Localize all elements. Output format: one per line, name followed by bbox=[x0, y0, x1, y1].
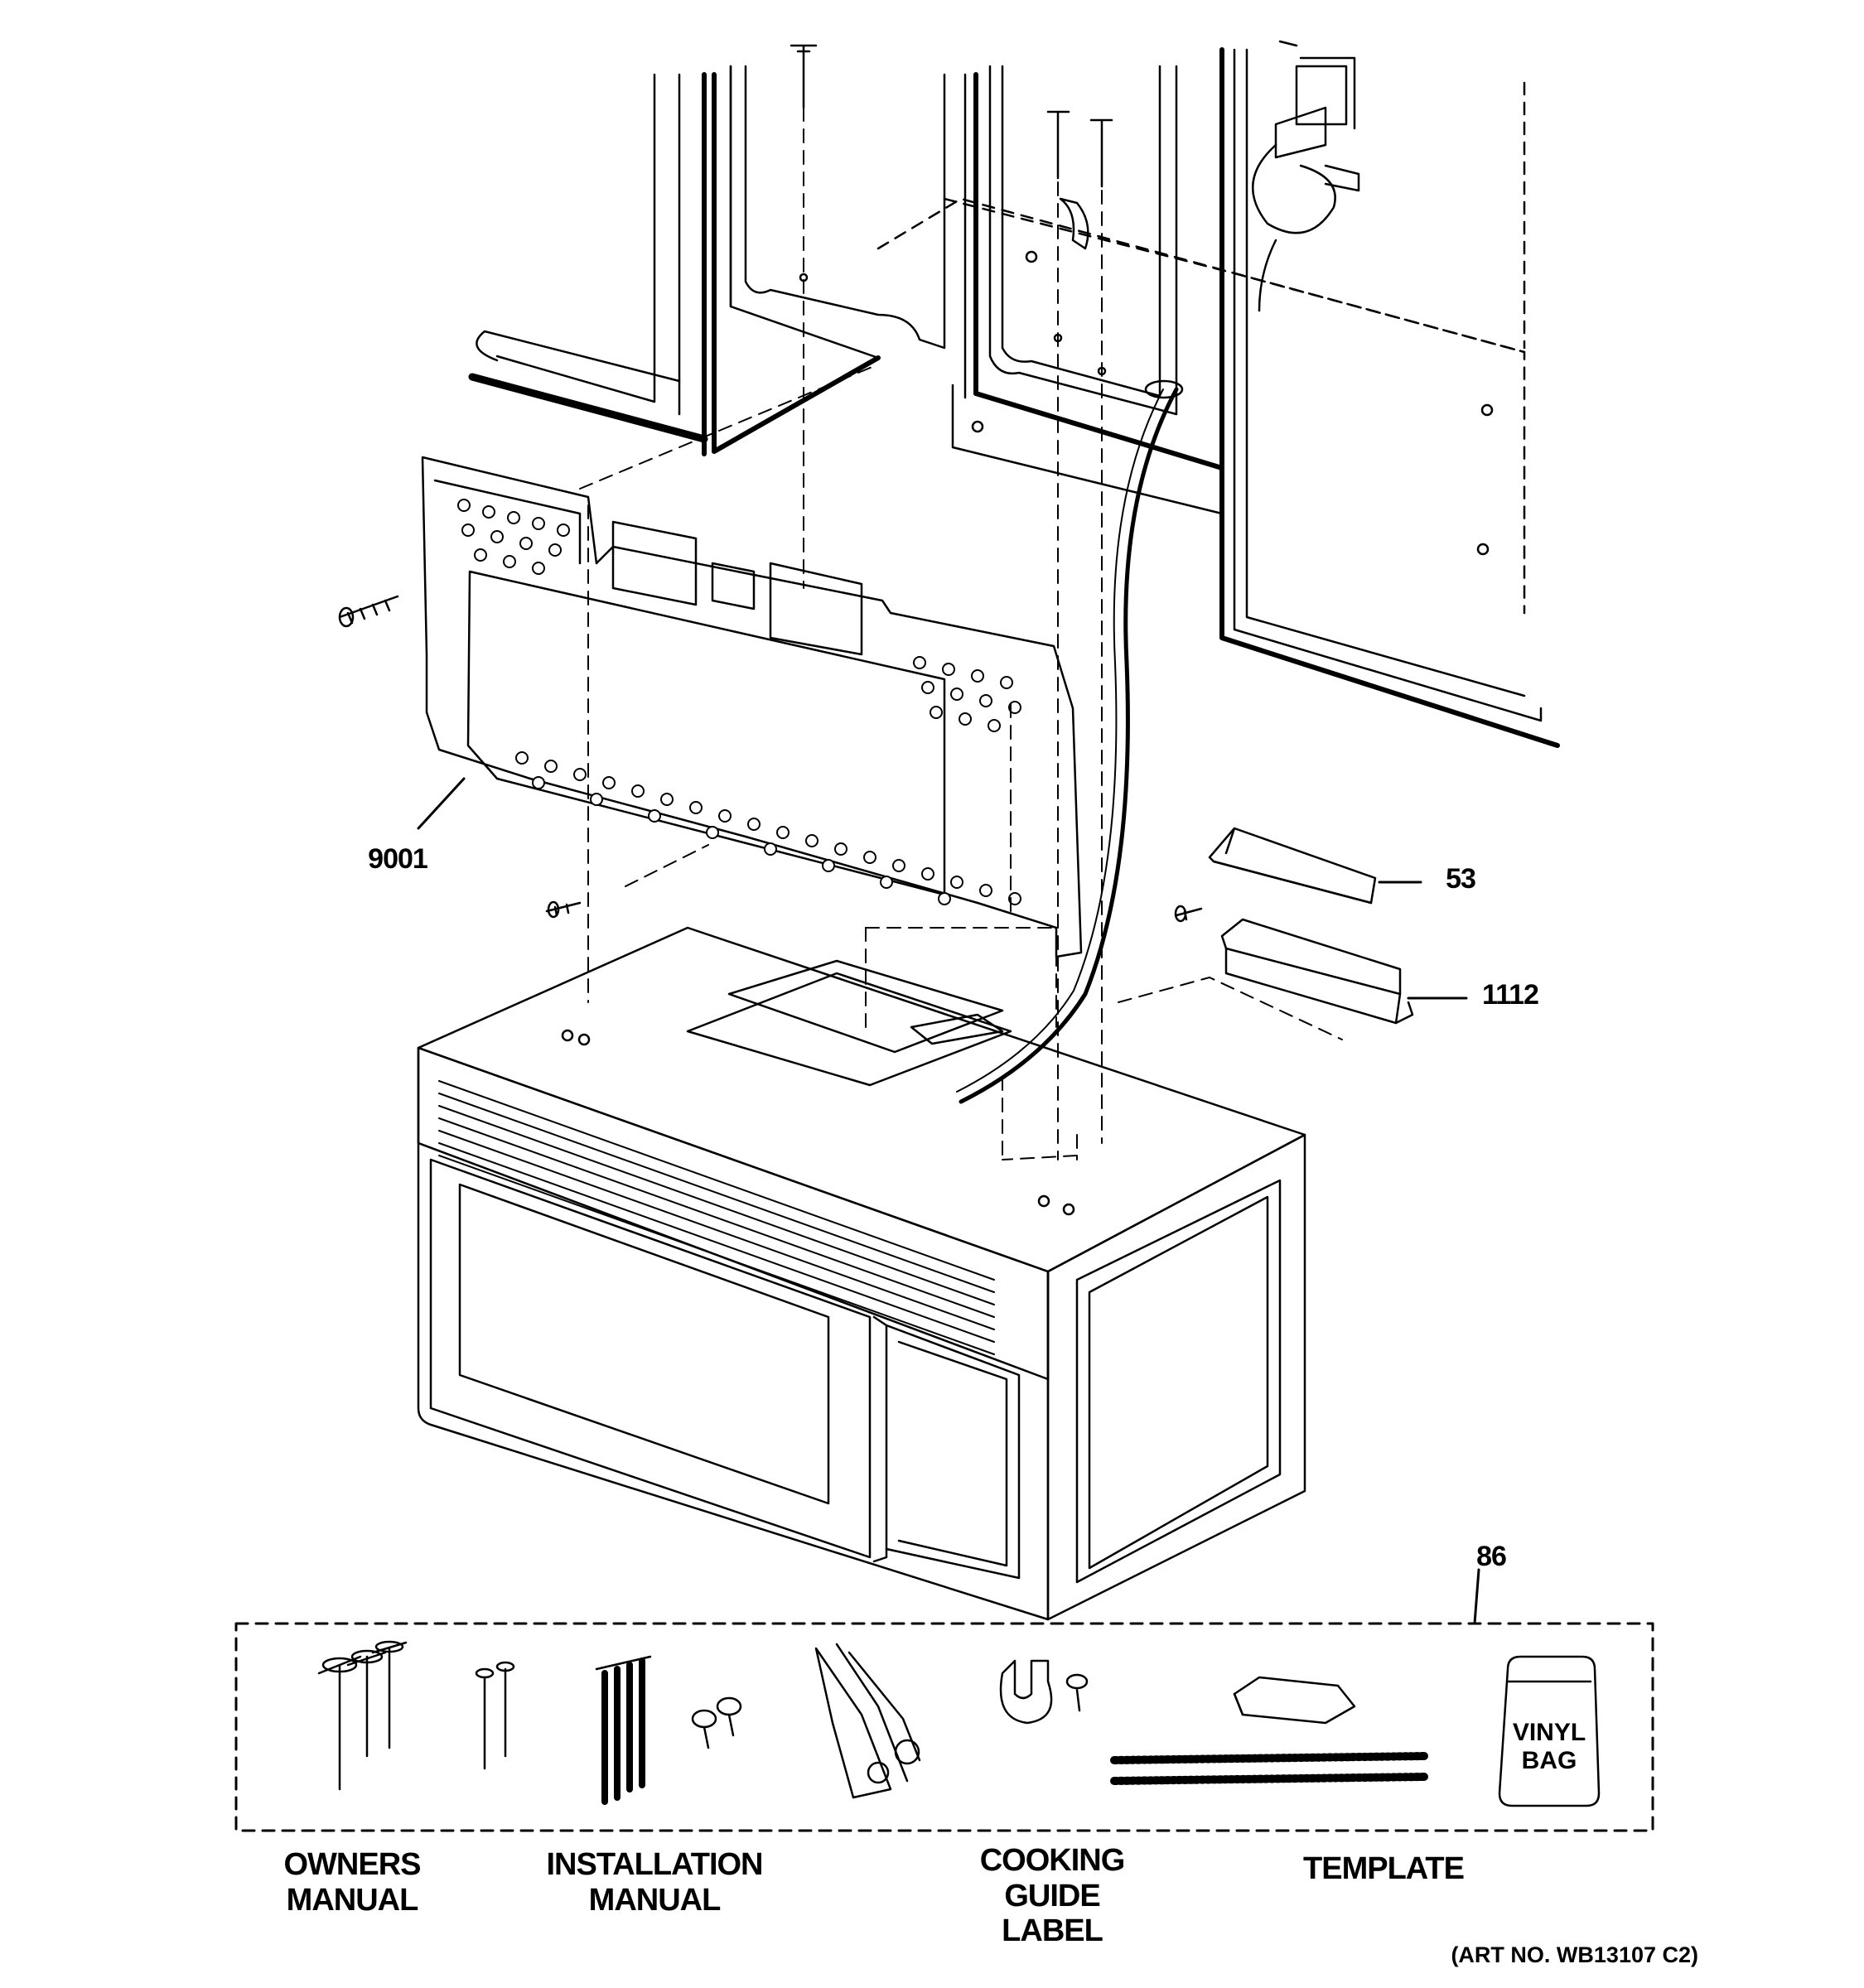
callout-9001: 9001 bbox=[368, 843, 428, 875]
vinyl-bag-icon bbox=[1498, 1655, 1601, 1807]
short-screws-icon bbox=[475, 1661, 515, 1770]
vinyl-bag-text: VINYL BAG bbox=[1512, 1719, 1586, 1774]
wall-cabinets bbox=[468, 40, 1560, 1104]
callout-1112: 1112 bbox=[1482, 979, 1539, 1011]
bracket-box-1112 bbox=[1174, 905, 1414, 1025]
cabinet-screws bbox=[790, 40, 1298, 250]
long-screws-icon bbox=[317, 1640, 408, 1791]
cooking-guide-label: COOKING GUIDE LABEL bbox=[979, 1843, 1126, 1949]
callout-leaders bbox=[417, 777, 1480, 1625]
microwave bbox=[417, 926, 1306, 1621]
anchor-bolts-icon bbox=[595, 1655, 742, 1805]
art-number: (ART NO. WB13107 C2) bbox=[1451, 1942, 1698, 1967]
template-roll-icon bbox=[1110, 1676, 1429, 1785]
template-label: TEMPLATE bbox=[1303, 1851, 1465, 1886]
callout-86: 86 bbox=[1476, 1541, 1507, 1572]
mounting-plate bbox=[338, 456, 1083, 958]
toggle-bolts-icon bbox=[814, 1643, 921, 1799]
clamp-icon bbox=[999, 1659, 1089, 1725]
installation-manual-label: INSTALLATION MANUAL bbox=[546, 1847, 764, 1918]
callout-53: 53 bbox=[1446, 863, 1476, 895]
assembly-lines bbox=[579, 107, 1343, 1160]
kit-dashed-box bbox=[234, 1622, 1654, 1832]
damper-53 bbox=[1208, 827, 1377, 905]
plate-bottom-holes bbox=[515, 751, 1021, 905]
owners-manual-label: OWNERS MANUAL bbox=[283, 1847, 422, 1918]
